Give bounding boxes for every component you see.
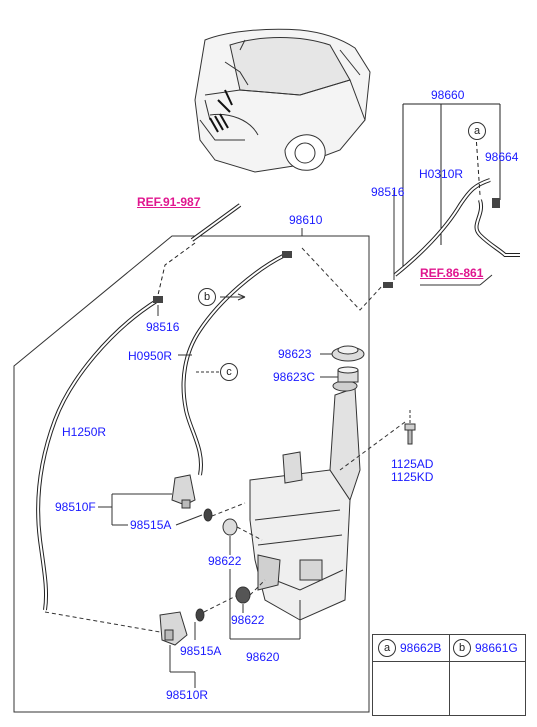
bolt	[404, 410, 416, 445]
leader-grommet1	[236, 526, 263, 541]
legend-divider-vertical	[449, 635, 450, 715]
reservoir-cap	[331, 345, 365, 362]
ref-91-987-link[interactable]: REF.91-987	[137, 195, 201, 209]
leader-98610	[301, 247, 384, 311]
label-98510f: 98510F	[55, 500, 96, 514]
label-98623c: 98623C	[273, 370, 316, 384]
legend-callout-a: a	[378, 639, 396, 657]
grommet-rear	[195, 608, 205, 622]
grommet-front	[203, 508, 213, 522]
label-1125kd: 1125KD	[391, 470, 434, 484]
hose-h1250r	[36, 296, 163, 633]
front-pump	[171, 474, 196, 509]
rear-pump	[159, 611, 188, 646]
callout-b: b	[198, 288, 216, 306]
leader-grommet2	[249, 579, 266, 596]
callout-c: c	[220, 363, 238, 381]
legend-divider-horizontal	[373, 661, 525, 662]
rear-hose-assembly	[383, 103, 520, 288]
leader-pump-rear	[203, 589, 249, 613]
label-h0950r: H0950R	[128, 349, 173, 363]
label-98622-bottom: 98622	[231, 613, 265, 627]
label-h0310r: H0310R	[419, 167, 464, 181]
label-98516-left: 98516	[146, 320, 180, 334]
hood-mechanism-detail	[209, 89, 233, 133]
label-98515a-bottom: 98515A	[180, 644, 222, 658]
label-98620: 98620	[246, 650, 280, 664]
leader-ref86-tip	[479, 274, 493, 286]
ref91-hose-stub	[157, 203, 242, 296]
legend-callout-b: b	[453, 639, 471, 657]
legend-part-98661g: 98661G	[475, 641, 518, 655]
legend-part-98662b: 98662B	[400, 641, 442, 655]
label-98664: 98664	[485, 150, 519, 164]
legend-box: a 98662B b 98661G	[372, 634, 526, 716]
label-1125ad: 1125AD	[391, 457, 434, 471]
grommet-98622	[222, 518, 251, 604]
label-98516-top: 98516	[371, 185, 405, 199]
car-illustration	[194, 28, 371, 173]
callout-a: a	[468, 122, 486, 140]
ref-86-861-link[interactable]: REF.86-861	[420, 266, 484, 280]
filler-neck	[337, 366, 359, 383]
assembly-frame	[13, 228, 370, 713]
label-98623: 98623	[278, 347, 312, 361]
reservoir-tank	[249, 380, 361, 621]
leader-pump-front	[211, 502, 246, 517]
label-98515a-top: 98515A	[130, 518, 172, 532]
label-98610: 98610	[289, 213, 323, 227]
label-98660: 98660	[431, 88, 465, 102]
hose-h0950r	[181, 251, 292, 476]
label-98510r: 98510R	[166, 688, 209, 702]
label-h1250r: H1250R	[62, 425, 107, 439]
label-leaders	[98, 190, 395, 688]
label-98622-top: 98622	[208, 554, 242, 568]
